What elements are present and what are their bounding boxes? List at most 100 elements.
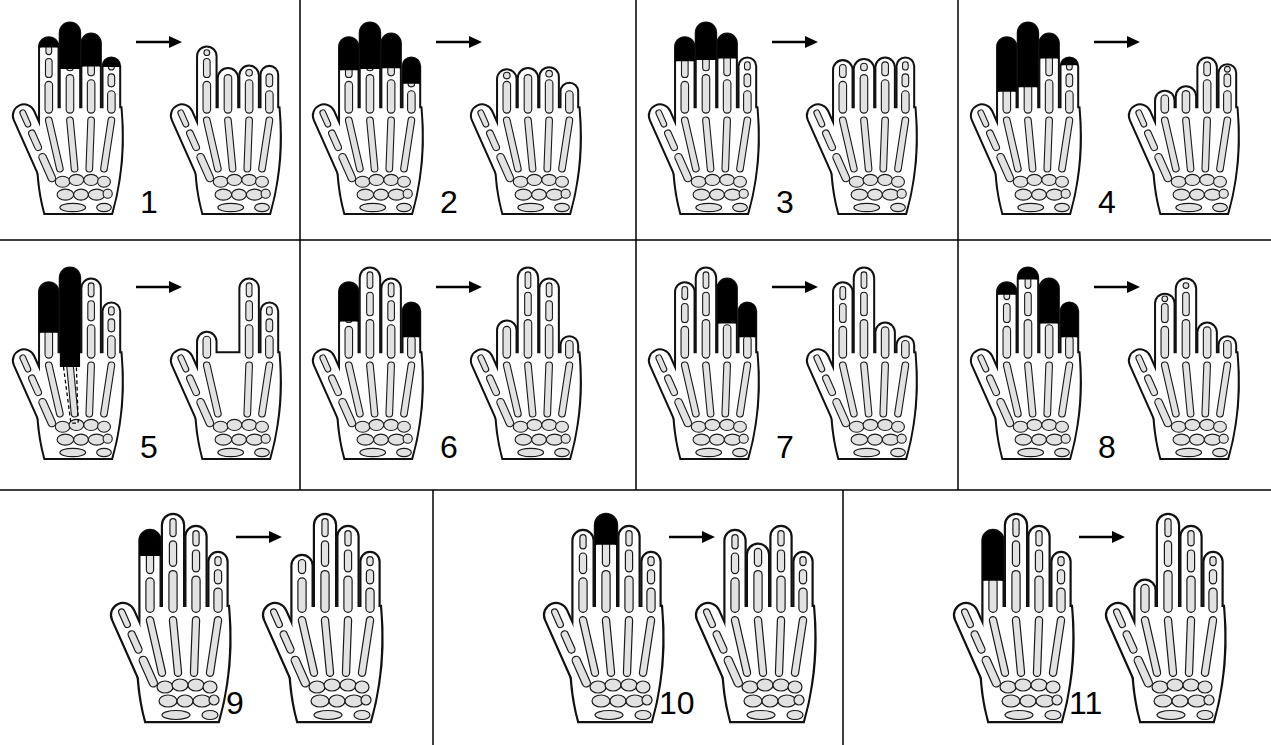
bone-outline [860,78,869,109]
bone [1058,573,1064,580]
bone-outline [407,94,416,109]
bone [1145,620,1157,673]
carpal-bone [546,189,563,200]
bone-outline [545,304,553,318]
necrotic-finger [40,283,57,333]
carpal-bone [403,189,412,198]
bone [1188,554,1194,569]
carpal-bone [388,434,405,445]
bone [732,557,738,571]
radius-end [360,448,386,456]
bone-outline [490,378,496,392]
bone-outline [44,330,53,354]
radius-end [854,448,880,456]
skin [542,515,663,721]
bone-outline [507,120,518,168]
bone [546,83,552,109]
bone [204,62,210,74]
bone-outline [201,402,210,423]
bone-outline [1140,589,1149,609]
arrow-head [469,281,482,293]
carpal-bone [851,434,868,445]
carpal-bone [1167,679,1183,691]
bone-outline [366,560,373,563]
bone [1001,157,1010,178]
bone [526,275,531,286]
carpal-bone [527,419,542,430]
carpal-bone [1046,189,1063,200]
carpal-bone [882,434,899,445]
bone [659,113,664,124]
bone [717,634,724,649]
bone [501,157,510,178]
bone [1189,620,1191,673]
bone-outline [881,65,889,72]
bone-outline [883,120,885,168]
case-number: 8 [1098,431,1116,463]
case-number: 3 [776,186,794,218]
bone-outline [108,310,115,313]
bone-outline [321,544,329,562]
carpal-bone [710,189,725,200]
carpal-bone [592,695,610,707]
bone [990,378,996,392]
bone-outline [88,286,95,294]
bone [88,83,94,109]
bone-outline [265,339,274,354]
bone-outline [321,522,328,534]
bone-outline [502,330,511,354]
bone-outline [602,544,610,562]
carpal-bone [1036,695,1054,707]
bone [779,620,781,673]
bone [685,120,696,168]
bone [507,120,518,168]
bone-outline [986,660,996,682]
bone [147,582,154,608]
bone [1210,573,1216,580]
bone [1025,323,1031,354]
bone-outline [898,120,905,168]
arrow-shaft [669,536,705,539]
carpal-bone [1032,434,1047,445]
bone-outline [265,94,274,109]
carpal-bone [693,434,710,445]
case-number: 2 [440,186,458,218]
hand-before [311,24,422,214]
bone-outline [754,552,762,563]
case-number: 7 [776,431,794,463]
bone-outline [753,575,762,609]
radius-end [1176,448,1202,456]
bone [108,94,114,109]
bones [274,522,371,720]
bones [181,53,271,212]
bone [1046,59,1052,73]
bone-outline [344,85,353,109]
bone-outline [1223,77,1231,83]
bone-outline [366,78,375,109]
bone-outline [1220,365,1227,413]
skin [1127,59,1238,213]
bone [1047,120,1049,168]
necrotic-finger [740,303,756,337]
bone-outline [1139,113,1144,124]
carpal-bone [242,174,257,185]
bone [1188,580,1195,608]
carpal-bone [1000,681,1016,693]
bone [606,620,611,673]
carpal-bone [868,434,883,445]
bone [1186,365,1191,413]
bone-outline [213,592,222,608]
bone [299,582,306,608]
carpal-bone [762,695,778,707]
carpal-bone [744,695,762,707]
bone-outline [975,634,982,649]
necrotic-finger [718,280,735,324]
carpal-bone [1154,695,1172,707]
bone [1204,65,1210,72]
bone-outline [723,83,732,109]
bone-outline [625,554,633,569]
bone [215,592,222,608]
bone [171,522,176,534]
panel-divider [957,0,959,240]
